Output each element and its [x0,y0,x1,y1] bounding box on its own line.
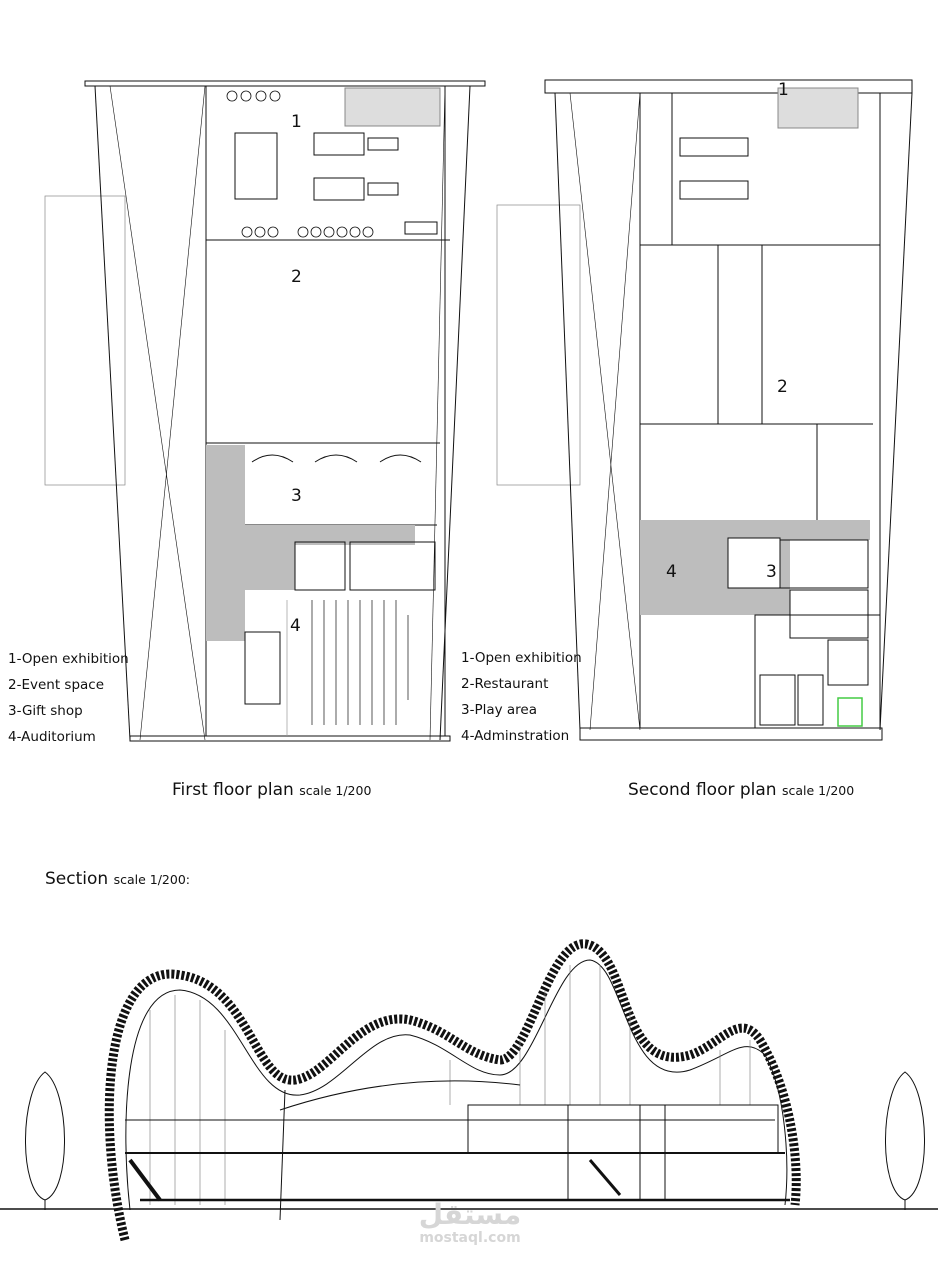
first-floor-plan [44,80,486,742]
ff-zone-2-label: 2 [291,267,302,287]
title-text: First floor plan [172,780,294,800]
second-floor-legend: 1-Open exhibition 2-Restaurant 3-Play ar… [461,645,582,749]
sf-zone-3-label: 3 [766,562,777,582]
second-floor-plan [496,79,913,741]
scale-text: scale 1/200 [299,783,372,798]
watermark-arabic: مستقل [418,1198,522,1231]
watermark-latin: mostaql.com [419,1230,521,1246]
first-floor-legend: 1-Open exhibition 2-Event space 3-Gift s… [8,646,129,750]
sf-zone-2-label: 2 [777,377,788,397]
title-text: Section [45,869,109,889]
scale-text: scale 1/200: [113,872,190,887]
legend-item: 3-Play area [461,702,538,718]
watermark: مستقل mostaql.com [410,1198,530,1247]
legend-item: 1-Open exhibition [8,651,129,667]
legend-item: 3-Gift shop [8,703,83,719]
section-drawing [0,939,938,1242]
legend-item: 4-Auditorium [8,729,96,745]
ff-zone-3-label: 3 [291,486,302,506]
second-floor-title: Second floor plan scale 1/200 [628,780,854,800]
legend-item: 4-Adminstration [461,728,570,744]
legend-item: 2-Restaurant [461,676,549,692]
title-text: Second floor plan [628,780,777,800]
sf-zone-1-label: 1 [778,80,789,100]
ff-zone-1-label: 1 [291,112,302,132]
legend-item: 1-Open exhibition [461,650,582,666]
first-floor-title: First floor plan scale 1/200 [172,780,371,800]
section-title: Section scale 1/200: [45,869,190,889]
scale-text: scale 1/200 [781,783,855,798]
sf-zone-4-label: 4 [666,562,677,582]
ff-zone-4-label: 4 [290,616,301,636]
legend-item: 2-Event space [8,677,105,693]
